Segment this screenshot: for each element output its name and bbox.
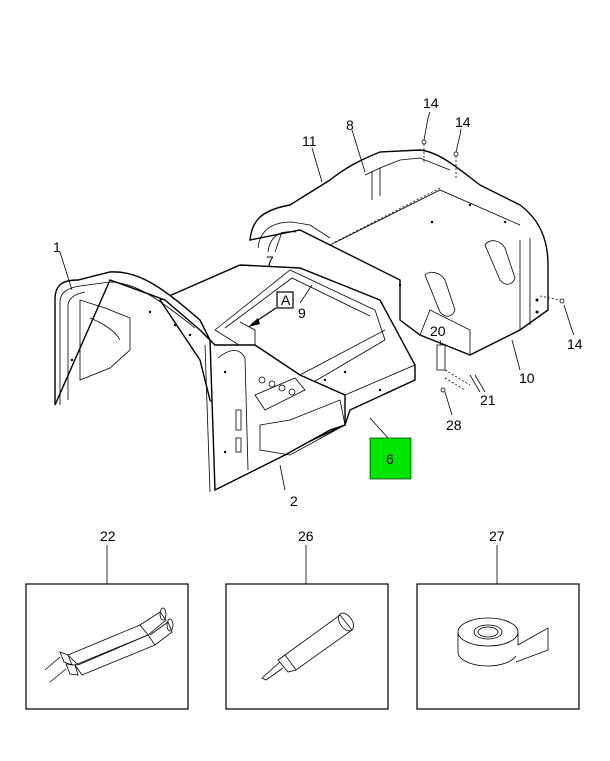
leader-lines (59, 111, 575, 491)
callout-9: 9 (298, 305, 306, 321)
callout-14-top-left: 14 (423, 95, 439, 111)
sealant-tube-icon (261, 612, 354, 681)
kit-box-22: 22 (25, 528, 189, 710)
callout-20: 20 (430, 323, 446, 339)
kit-box-27: 27 (416, 528, 580, 710)
callout-6: 6 (386, 451, 394, 467)
callout-11: 11 (302, 133, 317, 149)
callouts: 1 2 7 8 9 10 11 14 14 14 20 21 28 (53, 95, 583, 509)
callout-14-right: 14 (567, 336, 583, 352)
fasteners (421, 117, 573, 416)
tape-roll-icon (457, 617, 549, 667)
part-6-highlight-box[interactable] (369, 437, 412, 480)
view-a-arrow: A (248, 291, 294, 327)
callout-22: 22 (100, 528, 116, 544)
callout-21: 21 (480, 392, 496, 408)
highlighted-part-6[interactable]: 6 (369, 437, 412, 480)
front-cowl-assembly (54, 271, 346, 493)
rear-tunnel-assembly (249, 149, 549, 356)
callout-26: 26 (298, 528, 314, 544)
dual-cartridge-icon (44, 607, 174, 683)
callout-1: 1 (53, 239, 61, 255)
callout-27: 27 (489, 528, 505, 544)
callout-2: 2 (290, 493, 298, 509)
callout-28: 28 (446, 417, 462, 433)
kit-box-26: 26 (225, 528, 389, 710)
view-a-label: A (281, 292, 291, 308)
callout-8: 8 (346, 117, 354, 133)
callout-7: 7 (266, 253, 274, 269)
callout-14-top-right: 14 (455, 114, 471, 130)
callout-10: 10 (519, 370, 535, 386)
